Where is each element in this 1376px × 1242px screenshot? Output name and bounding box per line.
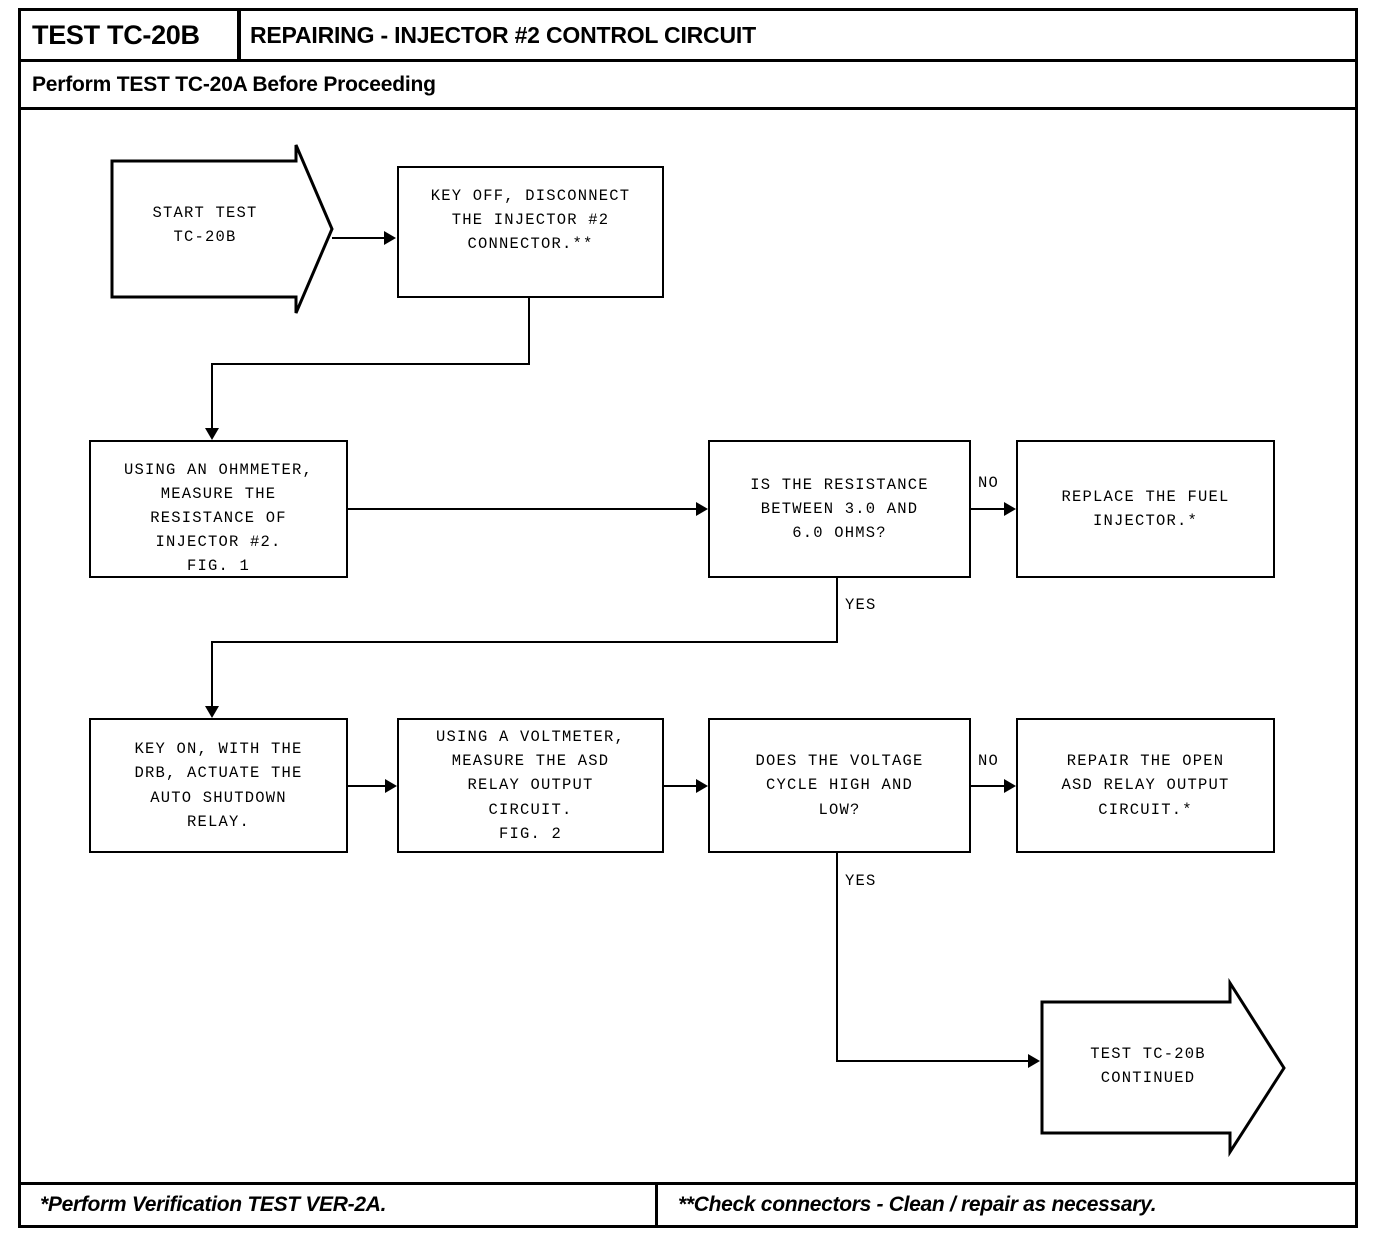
connector-voltage-yes-right: [836, 1060, 1028, 1062]
step-key-on-box: KEY ON, WITH THE DRB, ACTUATE THE AUTO S…: [89, 718, 348, 853]
arrowhead-into-voltmeter: [385, 779, 397, 793]
connector-voltmeter-to-decision: [664, 785, 696, 787]
arrowhead-into-repair-circuit: [1004, 779, 1016, 793]
connector-resistance-no: [971, 508, 1004, 510]
page-title: REPAIRING - INJECTOR #2 CONTROL CIRCUIT: [250, 21, 756, 48]
arrowhead-into-resistance-decision: [696, 502, 708, 516]
footer-note-left: *Perform Verification TEST VER-2A.: [18, 1182, 658, 1228]
footer-note-right: **Check connectors - Clean / repair as n…: [678, 1193, 1157, 1216]
decision-voltage-box: DOES THE VOLTAGE CYCLE HIGH AND LOW?: [708, 718, 971, 853]
arrowhead-into-continued: [1028, 1054, 1040, 1068]
arrowhead-into-ohmmeter: [205, 428, 219, 440]
arrowhead-into-keyoff: [384, 231, 396, 245]
connector-keyon-to-voltmeter: [348, 785, 385, 787]
connector-into-ohmmeter-vert: [211, 363, 213, 428]
step-key-off-box: KEY OFF, DISCONNECT THE INJECTOR #2 CONN…: [397, 166, 664, 298]
header-subtitle: Perform TEST TC-20A Before Proceeding: [18, 62, 1358, 110]
branch-label-voltage-yes: YES: [845, 872, 877, 890]
arrowhead-into-keyon: [205, 706, 219, 718]
arrowhead-into-replace-injector: [1004, 502, 1016, 516]
continued-arrow-shape: TEST TC-20B CONTINUED: [1040, 977, 1288, 1158]
header-row: [18, 8, 1358, 62]
connector-start-to-keyoff: [332, 237, 384, 239]
connector-resistance-yes-left: [211, 641, 838, 643]
branch-label-resistance-no: NO: [978, 474, 1000, 492]
result-replace-injector-box: REPLACE THE FUEL INJECTOR.*: [1016, 440, 1275, 578]
connector-into-keyon-vert: [211, 641, 213, 706]
connector-ohmmeter-to-decision: [348, 508, 696, 510]
start-arrow-shape: START TEST TC-20B: [110, 143, 334, 315]
decision-resistance-box: IS THE RESISTANCE BETWEEN 3.0 AND 6.0 OH…: [708, 440, 971, 578]
step-ohmmeter-box: USING AN OHMMETER, MEASURE THE RESISTANC…: [89, 440, 348, 578]
arrowhead-into-voltage-decision: [696, 779, 708, 793]
result-repair-circuit-box: REPAIR THE OPEN ASD RELAY OUTPUT CIRCUIT…: [1016, 718, 1275, 853]
branch-label-voltage-no: NO: [978, 752, 1000, 770]
test-code-label: TEST TC-20B: [32, 19, 200, 50]
footer-row: [18, 1182, 1358, 1228]
continued-arrow-label: TEST TC-20B CONTINUED: [1090, 1045, 1206, 1088]
start-arrow-label: START TEST TC-20B: [152, 204, 258, 247]
branch-label-resistance-yes: YES: [845, 596, 877, 614]
connector-keyoff-left: [211, 363, 530, 365]
step-voltmeter-box: USING A VOLTMETER, MEASURE THE ASD RELAY…: [397, 718, 664, 853]
test-code-cell: TEST TC-20B: [18, 8, 241, 62]
connector-keyoff-down: [528, 298, 530, 364]
connector-voltage-no: [971, 785, 1004, 787]
page-frame: [18, 8, 1358, 1228]
connector-resistance-yes-down: [836, 578, 838, 643]
connector-voltage-yes-down: [836, 853, 838, 1061]
